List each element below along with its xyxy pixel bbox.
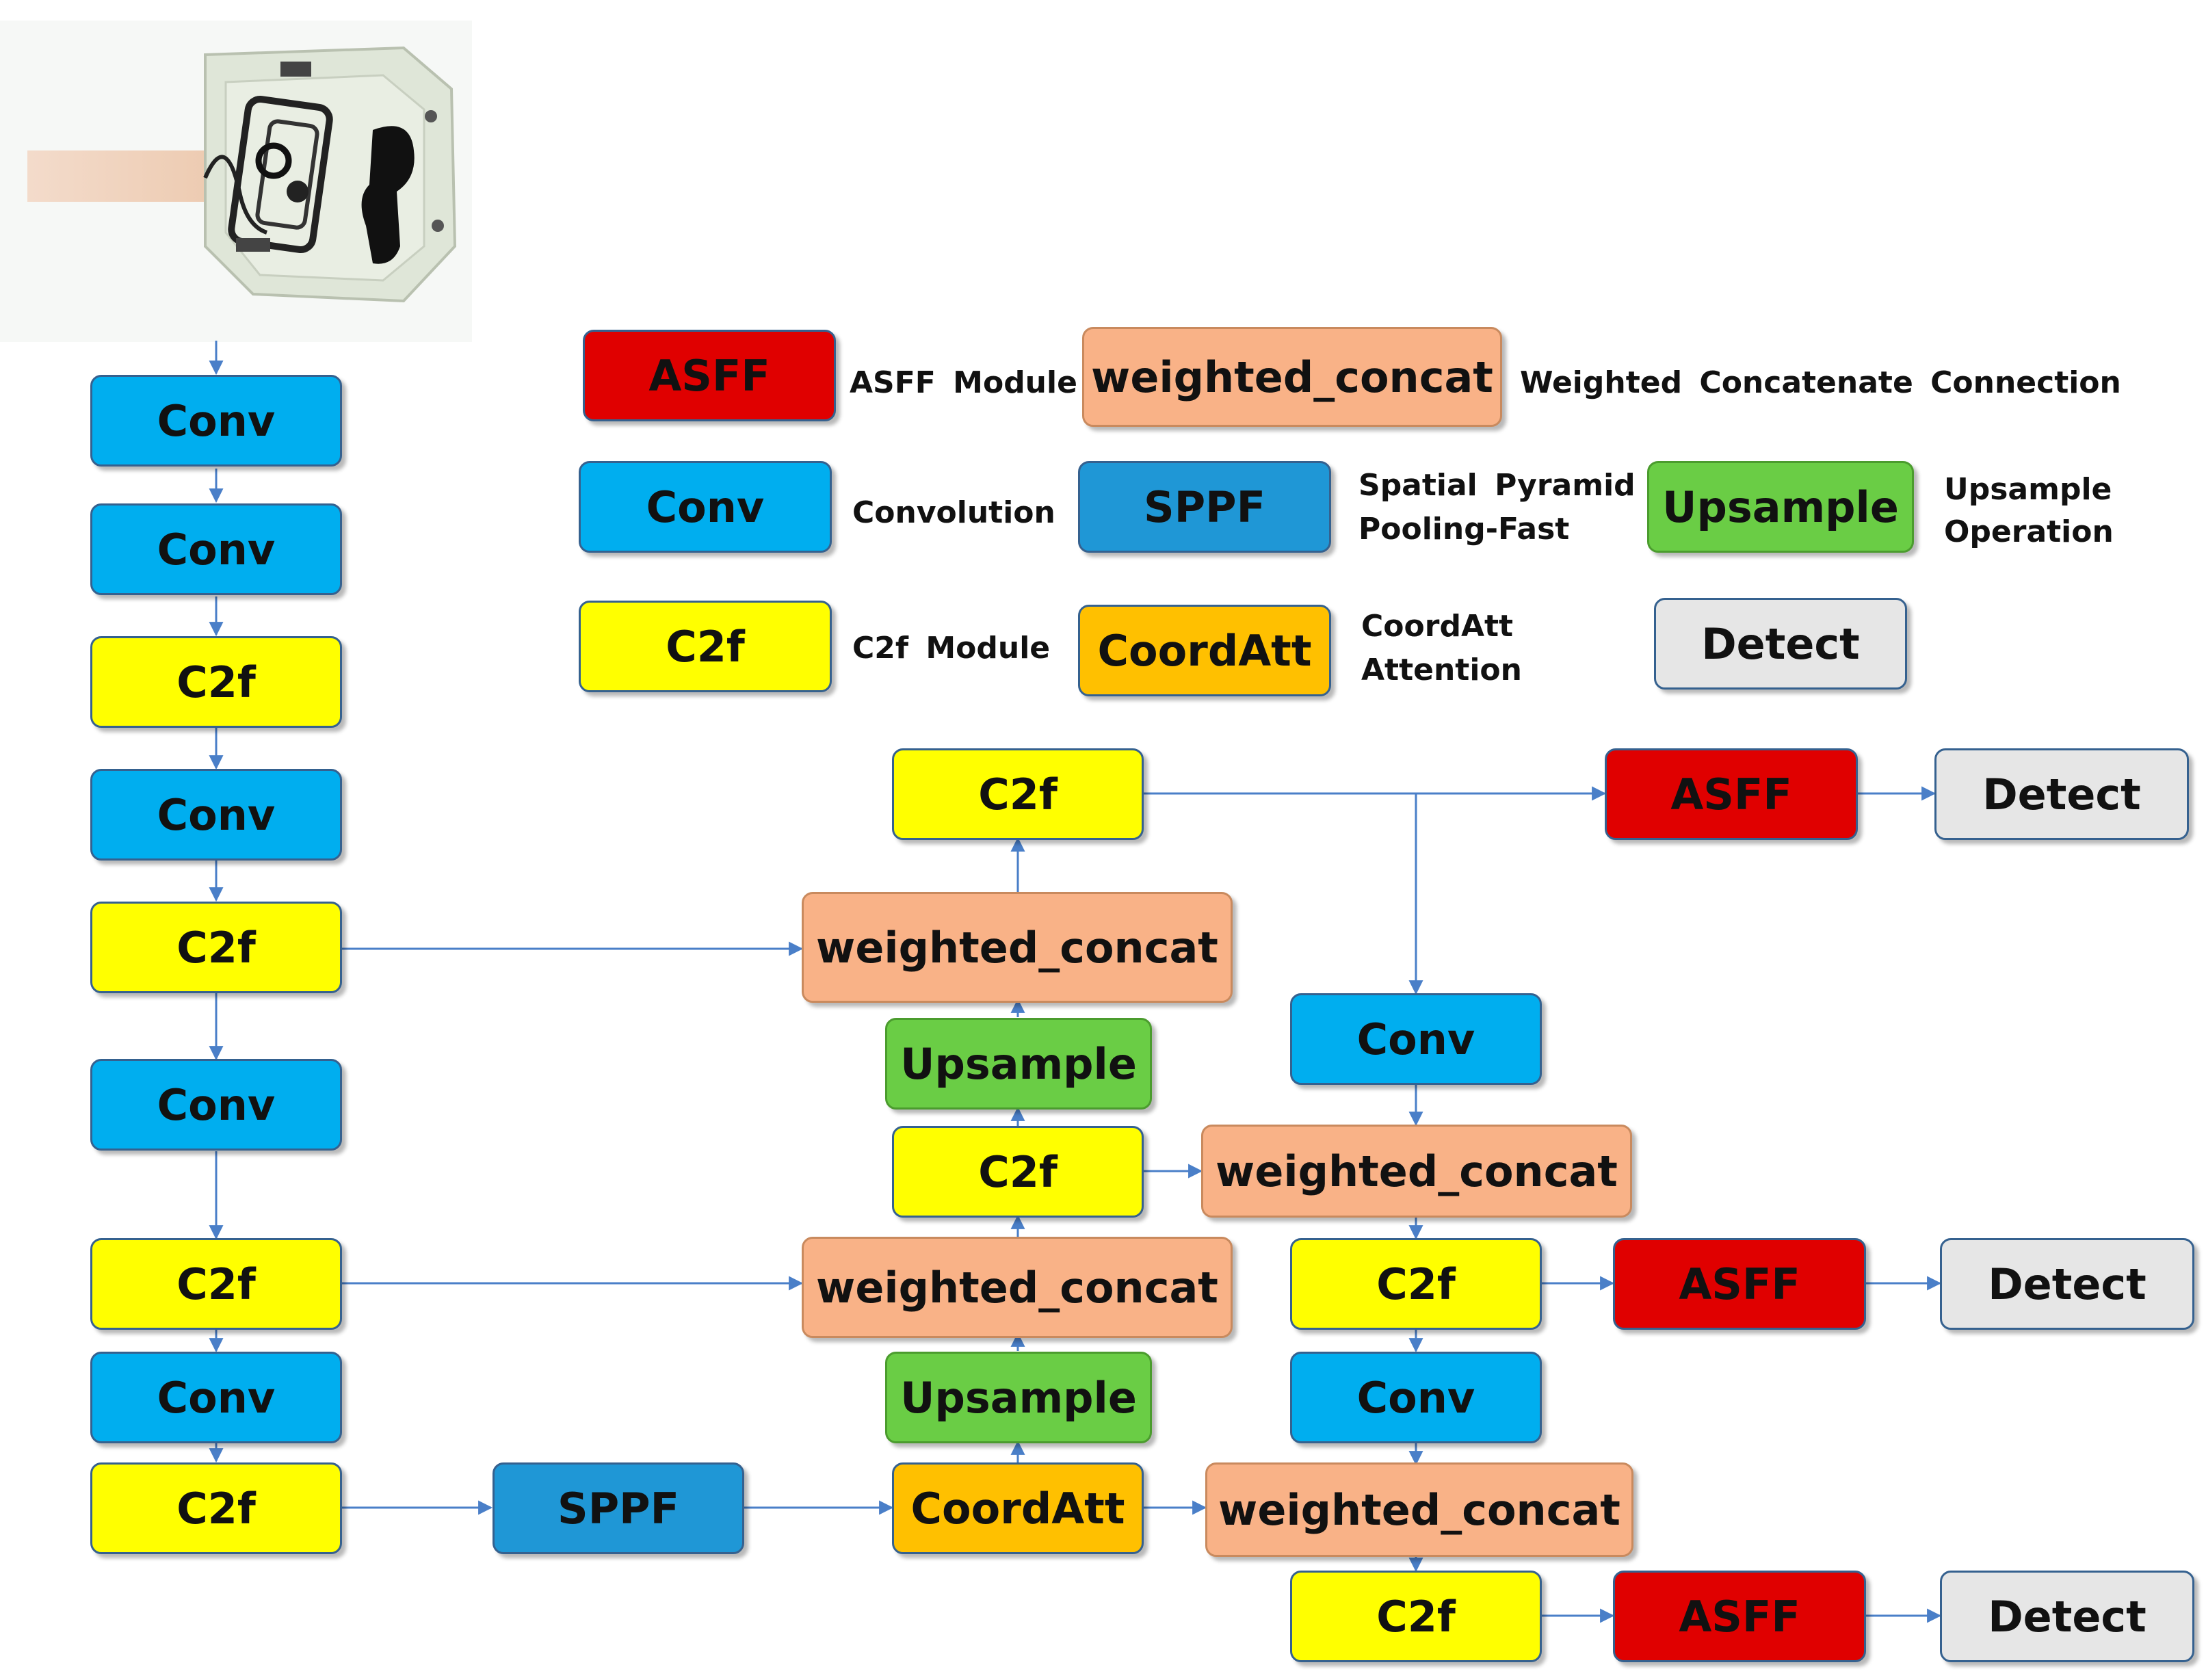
- legend-sppf-desc-2: Pooling-Fast: [1358, 512, 1570, 547]
- legend-upsample-swatch: Upsample: [1647, 461, 1914, 553]
- input-xray-image: [0, 21, 472, 342]
- head-asff-2: ASFF: [1613, 1238, 1866, 1330]
- head-c2f-2: C2f: [1290, 1571, 1542, 1662]
- head-detect-1: Detect: [1934, 748, 2189, 840]
- legend-conv-desc: Convolution: [852, 495, 1055, 530]
- head-wconcat-2: weighted_concat: [1205, 1462, 1633, 1557]
- backbone-c2f-4: C2f: [90, 1462, 342, 1554]
- backbone-conv-1: Conv: [90, 375, 342, 467]
- neck-sppf: SPPF: [493, 1462, 744, 1554]
- backbone-conv-3: Conv: [90, 769, 342, 861]
- legend-sppf-desc-1: Spatial Pyramid: [1358, 468, 1636, 503]
- neck-c2f-1: C2f: [892, 1126, 1144, 1218]
- neck-upsample-1: Upsample: [885, 1352, 1152, 1443]
- legend-upsample-desc-1: Upsample: [1944, 472, 2112, 507]
- neck-c2f-2: C2f: [892, 748, 1144, 840]
- legend-coordatt-desc-1: CoordAtt: [1361, 609, 1514, 644]
- head-c2f-1: C2f: [1290, 1238, 1542, 1330]
- head-detect-3: Detect: [1940, 1571, 2194, 1662]
- neck-wconcat-2: weighted_concat: [802, 892, 1233, 1003]
- head-asff-3: ASFF: [1613, 1571, 1866, 1662]
- legend-c2f-desc: C2f Module: [852, 631, 1051, 666]
- legend-wconcat-swatch: weighted_concat: [1082, 327, 1502, 427]
- backbone-conv-5: Conv: [90, 1352, 342, 1443]
- legend-wconcat-desc: Weighted Concatenate Connection: [1520, 365, 2121, 400]
- legend-coordatt-swatch: CoordAtt: [1078, 605, 1331, 696]
- legend-c2f-swatch: C2f: [579, 601, 832, 692]
- legend-detect-swatch: Detect: [1654, 598, 1907, 690]
- legend-asff-swatch: ASFF: [583, 330, 836, 421]
- head-detect-2: Detect: [1940, 1238, 2194, 1330]
- legend-coordatt-desc-2: Attention: [1361, 653, 1522, 687]
- neck-wconcat-1: weighted_concat: [802, 1237, 1233, 1338]
- backbone-c2f-1: C2f: [90, 636, 342, 728]
- head-conv-2: Conv: [1290, 1352, 1542, 1443]
- legend-sppf-swatch: SPPF: [1078, 461, 1331, 553]
- head-wconcat-1: weighted_concat: [1201, 1125, 1632, 1218]
- backbone-c2f-3: C2f: [90, 1238, 342, 1330]
- backbone-c2f-2: C2f: [90, 902, 342, 993]
- backbone-conv-2: Conv: [90, 503, 342, 595]
- head-asff-1: ASFF: [1605, 748, 1858, 840]
- legend-upsample-desc-2: Operation: [1944, 514, 2114, 549]
- legend-conv-swatch: Conv: [579, 461, 832, 553]
- neck-upsample-2: Upsample: [885, 1018, 1152, 1110]
- neck-coordatt: CoordAtt: [892, 1462, 1144, 1554]
- legend-asff-desc: ASFF Module: [850, 365, 1077, 400]
- backbone-conv-4: Conv: [90, 1059, 342, 1151]
- head-conv-1: Conv: [1290, 993, 1542, 1085]
